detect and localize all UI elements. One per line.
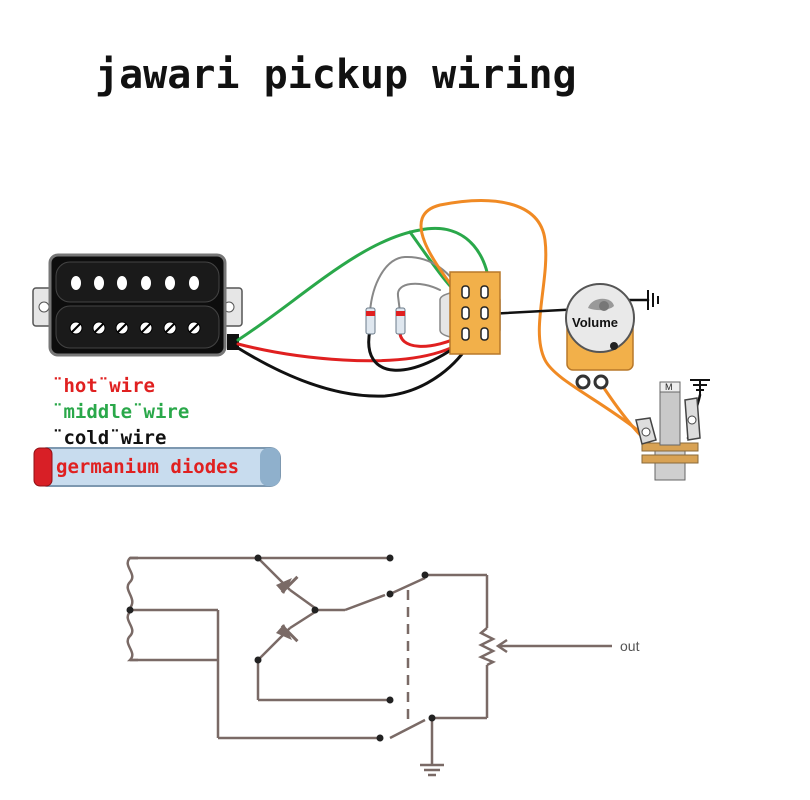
schematic: [126, 556, 612, 777]
jack-label: M: [665, 382, 673, 392]
middle-wire-main: [236, 227, 492, 342]
schematic-diodes: [276, 575, 299, 643]
legend-hot: ¨hot¨wire: [52, 375, 155, 397]
jack-ground-symbol: [690, 379, 710, 395]
diode-lead-gray-2: [396, 282, 441, 313]
output-jack: M: [635, 381, 701, 481]
diode-2: [395, 307, 406, 335]
diode-black-wire: [367, 328, 472, 372]
dpdt-switch: [439, 271, 501, 355]
humbucker-pickup: [32, 253, 243, 357]
legend-diodes: germanium diodes: [56, 456, 239, 478]
output-wire-orange: [419, 199, 642, 434]
diode-1: [365, 307, 376, 335]
schematic-out-label: out: [620, 638, 640, 654]
legend-cold: ¨cold¨wire: [52, 427, 166, 449]
cold-wire: [236, 343, 470, 398]
legend: ¨hot¨wire ¨middle¨wire ¨cold¨wire german…: [33, 375, 281, 487]
schematic-junctions: [126, 554, 436, 742]
pot-ground-symbol: [647, 290, 659, 310]
legend-diode-graphic: germanium diodes: [33, 447, 281, 487]
volume-pot: Volume: [565, 283, 635, 390]
coil-1: [126, 556, 138, 609]
diagram-title: jawari pickup wiring: [95, 52, 577, 98]
volume-label: Volume: [572, 315, 618, 330]
legend-middle: ¨middle¨wire: [52, 401, 189, 423]
coil-2: [126, 611, 138, 662]
